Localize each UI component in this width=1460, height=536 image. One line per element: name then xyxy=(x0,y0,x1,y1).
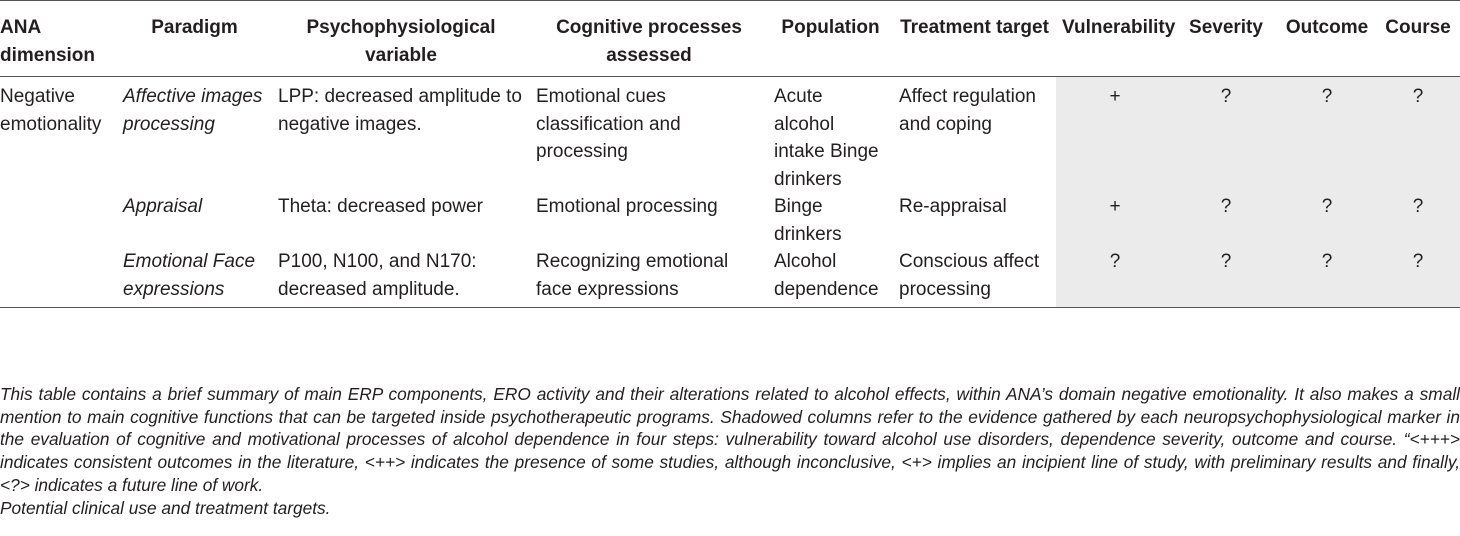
cell-population: Acute alcohol intake Binge drinkers xyxy=(774,86,879,190)
cell-severity: ? xyxy=(1174,76,1278,193)
header-severity: Severity xyxy=(1189,17,1263,38)
table-footnotes: This table contains a brief summary of m… xyxy=(0,383,1460,519)
cell-cognitive: Recognizing emotional face expressions xyxy=(536,251,729,300)
cell-target: Re-appraisal xyxy=(899,196,1007,217)
header-vulnerability: Vulnerability xyxy=(1062,17,1176,38)
table-row: Emotional Face expressions P100, N100, a… xyxy=(0,248,1460,308)
cell-cognitive: Emotional processing xyxy=(536,196,718,217)
header-paradigm: Paradigm xyxy=(151,17,238,38)
cell-outcome: ? xyxy=(1278,193,1376,248)
cell-course: ? xyxy=(1376,193,1460,248)
table-header-row: ANA dimension Paradigm Psychophysiologic… xyxy=(0,0,1460,77)
cell-population: Alcohol dependence xyxy=(774,251,879,300)
header-population: Population xyxy=(781,17,880,38)
cell-vulnerability: + xyxy=(1056,76,1174,193)
cell-target: Affect regulation and coping xyxy=(899,86,1036,135)
cell-variable: Theta: decreased power xyxy=(278,196,483,217)
cell-dimension xyxy=(0,193,117,248)
cell-severity: ? xyxy=(1174,193,1278,248)
cell-target: Conscious affect processing xyxy=(899,251,1040,300)
header-ana-dimension: ANA dimension xyxy=(0,17,96,66)
cell-paradigm: Appraisal xyxy=(123,196,203,217)
cell-variable: P100, N100, and N170: decreased amplitud… xyxy=(278,251,477,300)
footnote-summary: This table contains a brief summary of m… xyxy=(0,384,1460,495)
table-row: Appraisal Theta: decreased power Emotion… xyxy=(0,193,1460,248)
cell-outcome: ? xyxy=(1278,76,1376,193)
ana-table: ANA dimension Paradigm Psychophysiologic… xyxy=(0,0,1460,308)
header-cognitive-processes: Cognitive processes assessed xyxy=(556,17,742,66)
header-course: Course xyxy=(1385,17,1451,38)
cell-outcome: ? xyxy=(1278,248,1376,308)
cell-course: ? xyxy=(1376,248,1460,308)
footnote-treatment-targets: Potential clinical use and treatment tar… xyxy=(0,497,331,518)
cell-dimension: Negative emotionality xyxy=(0,86,102,135)
table-row: Negative emotionality Affective images p… xyxy=(0,76,1460,193)
cell-cognitive: Emotional cues classification and proces… xyxy=(536,86,681,162)
cell-severity: ? xyxy=(1174,248,1278,308)
cell-dimension xyxy=(0,248,117,308)
cell-population: Binge drinkers xyxy=(774,196,842,245)
header-outcome: Outcome xyxy=(1285,17,1369,38)
header-psychophysiological-variable: Psychophysiological variable xyxy=(306,17,496,66)
cell-vulnerability: + xyxy=(1056,193,1174,248)
cell-variable: LPP: decreased amplitude to negative ima… xyxy=(278,86,522,135)
header-treatment-target: Treatment target xyxy=(900,17,1049,38)
cell-vulnerability: ? xyxy=(1056,248,1174,308)
cell-paradigm: Affective images processing xyxy=(123,86,263,135)
cell-paradigm: Emotional Face expressions xyxy=(123,251,256,300)
cell-course: ? xyxy=(1376,76,1460,193)
